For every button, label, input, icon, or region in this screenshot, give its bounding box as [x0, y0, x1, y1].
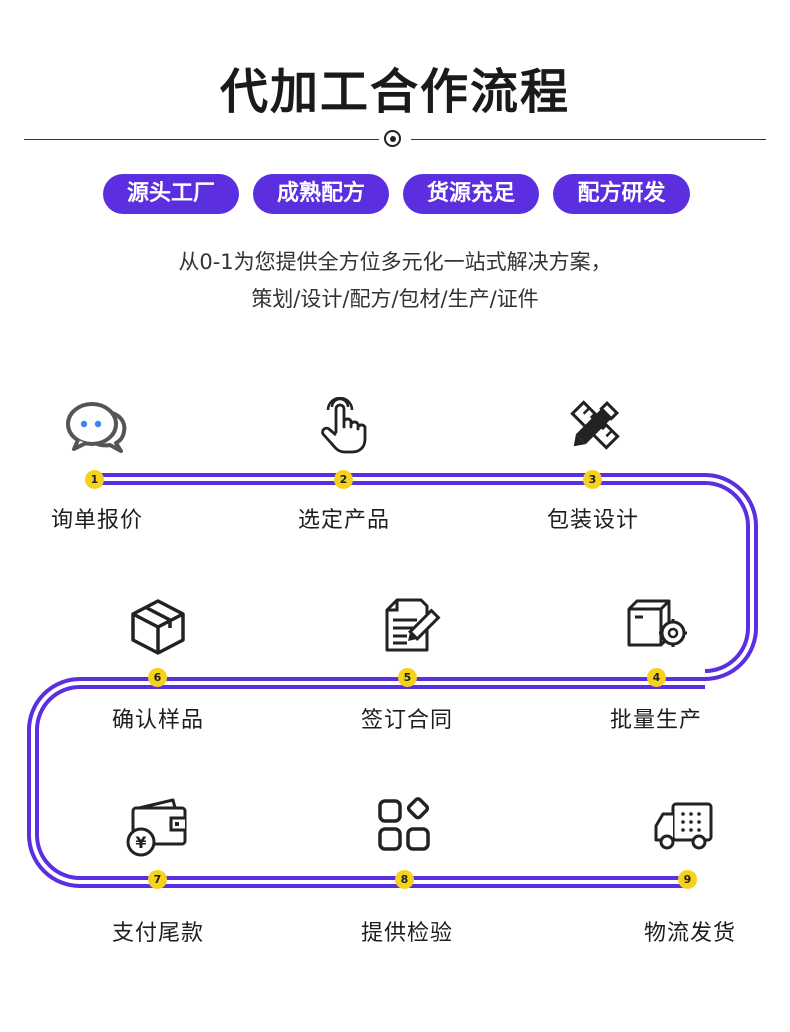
step-badge-2: 2: [334, 470, 353, 489]
step-label-1: 询单报价: [50, 508, 143, 533]
box-gear-icon: [627, 599, 687, 647]
cube-icon: [131, 599, 185, 655]
description-line-2: 策划/设计/配方/包材/生产/证件: [251, 287, 539, 311]
step-label-6: 确认样品: [111, 708, 204, 733]
step-label-5: 签订合同: [360, 708, 453, 733]
step-label-9: 物流发货: [643, 921, 736, 946]
step-label-3: 包装设计: [546, 508, 639, 533]
chat-bubbles-icon: [66, 402, 127, 453]
tag-sufficient-supply: 货源充足: [403, 174, 539, 214]
apps-grid-icon: [378, 797, 430, 851]
pencil-ruler-icon: [570, 400, 620, 450]
step-badge-3: 3: [583, 470, 602, 489]
page-title: 代加工合作流程: [219, 64, 570, 120]
description-line-1: 从0-1为您提供全方位多元化一站式解决方案，: [178, 250, 612, 274]
target-icon: [384, 130, 401, 147]
hand-pointer-icon: [321, 397, 367, 454]
step-badge-8: 8: [395, 870, 414, 889]
step-label-8: 提供检验: [360, 921, 453, 946]
tag-source-factory: 源头工厂: [103, 174, 239, 214]
step-badge-5: 5: [398, 668, 417, 687]
divider-left: [24, 139, 379, 140]
track-line-d: [35, 685, 688, 880]
step-badge-9: 9: [678, 870, 697, 889]
step-badge-1: 1: [85, 470, 104, 489]
track-line-b: [94, 481, 750, 673]
delivery-truck-icon: [654, 802, 713, 850]
step-badge-7: 7: [148, 870, 167, 889]
step-badge-6: 6: [148, 668, 167, 687]
tag-formula-rnd: 配方研发: [553, 174, 690, 214]
step-label-7: 支付尾款: [111, 921, 204, 946]
divider-right: [411, 139, 766, 140]
contract-pen-icon: [385, 598, 441, 652]
track-outer: [27, 473, 758, 888]
step-label-4: 批量生产: [609, 708, 702, 733]
step-label-2: 选定产品: [297, 508, 390, 533]
step-badge-4: 4: [647, 668, 666, 687]
svg-text:¥: ¥: [135, 833, 146, 852]
tag-mature-formula: 成熟配方: [253, 174, 389, 214]
wallet-yen-icon: ¥: [126, 798, 187, 857]
